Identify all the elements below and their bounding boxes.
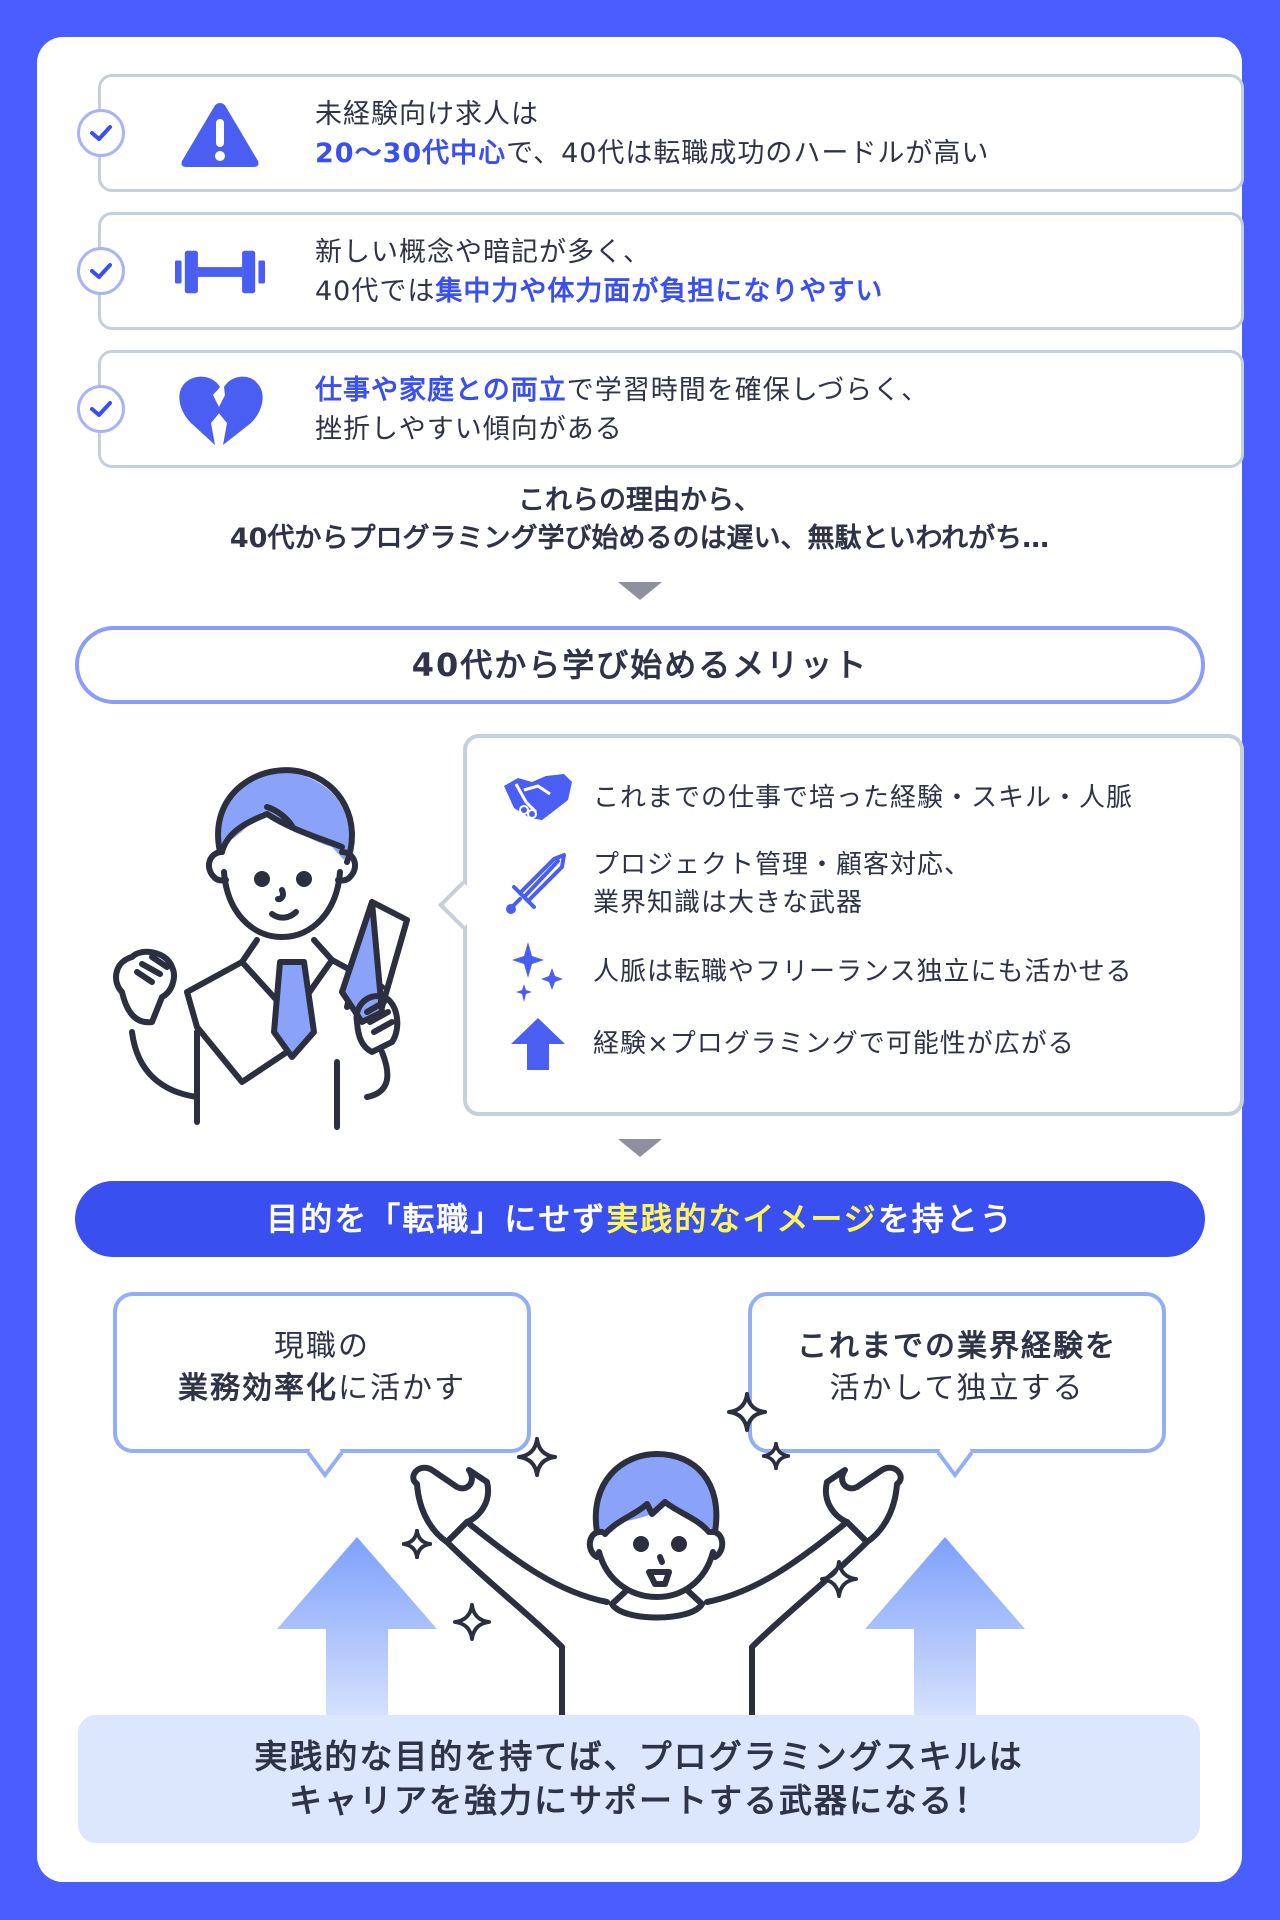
speech-tail bbox=[306, 1429, 344, 1479]
lead-line-1: これらの理由から、 bbox=[518, 485, 761, 516]
businessman-illustration bbox=[92, 752, 442, 1132]
arrow-up-icon bbox=[501, 1014, 575, 1074]
merit-section-title: 40代から学び始めるメリット bbox=[75, 626, 1205, 704]
check-circle-icon bbox=[77, 109, 125, 157]
handshake-icon bbox=[501, 768, 575, 828]
broken-heart-icon bbox=[175, 373, 265, 447]
sparkle-icon bbox=[453, 1603, 491, 1641]
gradient-arrow-up-icon bbox=[277, 1537, 437, 1727]
benefit-item-2: プロジェクト管理・顧客対応、 業界知識は大きな武器 bbox=[501, 846, 971, 922]
sparkle-icon bbox=[402, 1529, 432, 1559]
conclusion-line-1: 実践的な目的を持てば、プログラミングスキルは bbox=[254, 1737, 1024, 1776]
speech-bubble-left: 現職の 業務効率化に活かす bbox=[113, 1292, 531, 1479]
reason-text: 未経験向け求人は 20〜30代中心で、40代は転職成功のハードルが高い bbox=[315, 99, 990, 169]
benefit-list-box: これまでの仕事で培った経験・スキル・人脈 プロジェクト管理・顧客対応、 業界知識… bbox=[437, 734, 1244, 1116]
benefit-item-1: これまでの仕事で培った経験・スキル・人脈 bbox=[501, 768, 1133, 828]
warning-icon bbox=[175, 97, 265, 171]
gradient-arrow-up-icon bbox=[865, 1537, 1025, 1727]
goal-banner: 目的を「転職」にせず実践的なイメージを持とう bbox=[75, 1181, 1205, 1257]
benefit-text-line: 業界知識は大きな武器 bbox=[593, 888, 864, 918]
speech-bubble-right: これまでの業界経験を 活かして独立する bbox=[748, 1292, 1166, 1479]
reason-card-3: 仕事や家庭との両立で学習時間を確保しづらく、 挫折しやすい傾向がある bbox=[77, 350, 1244, 468]
benefit-text-line: プロジェクト管理・顧客対応、 bbox=[593, 850, 972, 880]
check-circle-icon bbox=[77, 385, 125, 433]
cheering-person-illustration bbox=[410, 1451, 904, 1720]
speech-tail bbox=[936, 1429, 974, 1479]
sparkle-icon bbox=[727, 1392, 767, 1432]
reason-text: 仕事や家庭との両立で学習時間を確保しづらく、 挫折しやすい傾向がある bbox=[315, 375, 930, 445]
sparkle-icon bbox=[517, 1437, 557, 1477]
reason-text: 新しい概念や暗記が多く、 40代では集中力や体力面が負担になりやすい bbox=[315, 237, 884, 307]
goal-highlight: 実践的なイメージ bbox=[606, 1200, 878, 1238]
lead-line-2: 40代からプログラミング学び始めるのは遅い、無駄といわれがち… bbox=[229, 523, 1050, 554]
conclusion-line-2: キャリアを強力にサポートする武器になる！ bbox=[289, 1781, 989, 1820]
sparkle-icon bbox=[501, 942, 575, 1002]
sparkle-icon bbox=[820, 1560, 858, 1598]
benefit-item-4: 経験×プログラミングで可能性が広がる bbox=[501, 1014, 1075, 1074]
check-circle-icon bbox=[77, 247, 125, 295]
sword-icon bbox=[501, 853, 575, 914]
sparkle-icon bbox=[762, 1442, 790, 1470]
conclusion-box: 実践的な目的を持てば、プログラミングスキルは キャリアを強力にサポートする武器に… bbox=[78, 1715, 1200, 1843]
down-arrow-icon bbox=[618, 582, 662, 600]
dumbbell-icon bbox=[175, 235, 265, 309]
benefit-item-3: 人脈は転職やフリーランス独立にも活かせる bbox=[501, 942, 1132, 1002]
infographic-card: 未経験向け求人は 20〜30代中心で、40代は転職成功のハードルが高い 新しい概… bbox=[37, 37, 1244, 1882]
down-arrow-icon bbox=[618, 1139, 662, 1157]
speech-tail bbox=[437, 880, 487, 930]
reason-card-2: 新しい概念や暗記が多く、 40代では集中力や体力面が負担になりやすい bbox=[77, 212, 1244, 330]
reason-card-1: 未経験向け求人は 20〜30代中心で、40代は転職成功のハードルが高い bbox=[77, 74, 1244, 192]
